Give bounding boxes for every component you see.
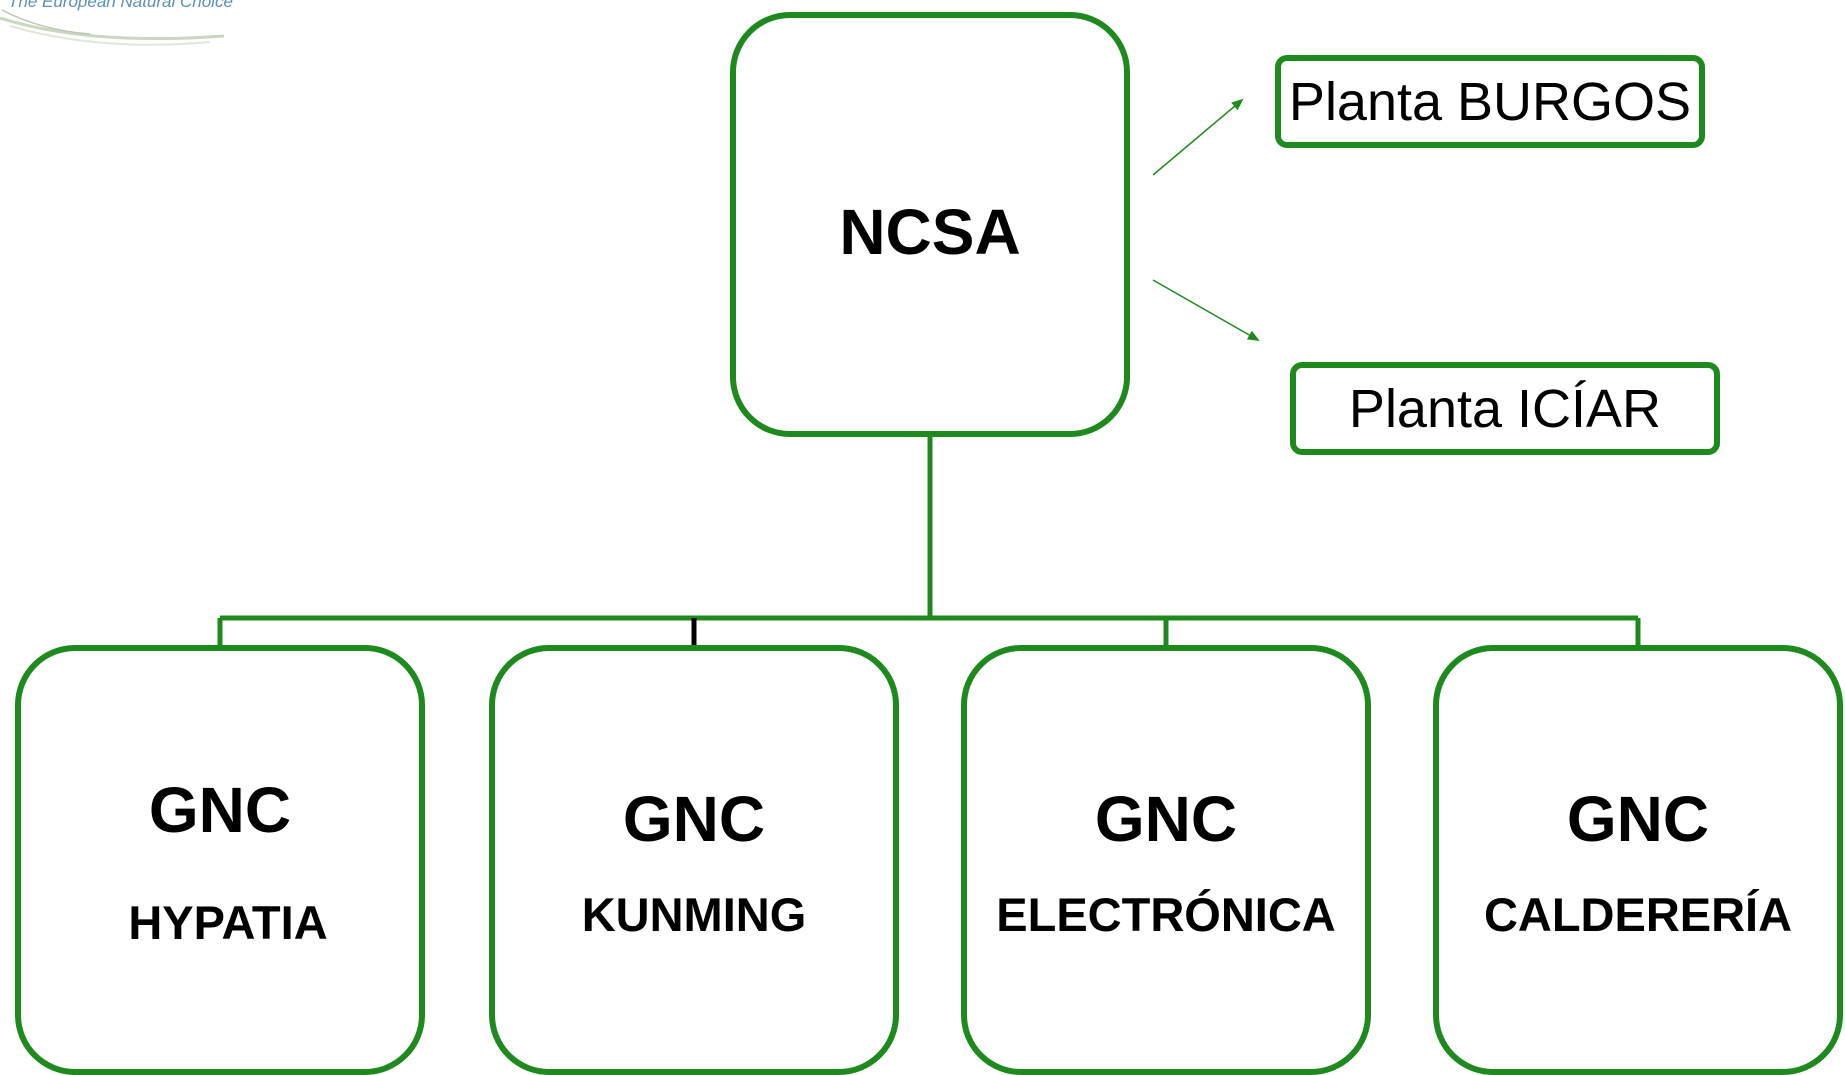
root-node-label: NCSA [839, 196, 1021, 268]
root-node-ncsa: NCSA [730, 12, 1130, 437]
arrow-to-iciar [1152, 279, 1260, 341]
plant-node-burgos: Planta BURGOS [1275, 55, 1705, 148]
child-node-subtitle: KUNMING [581, 888, 807, 941]
child-node-kunming: GNC KUNMING [489, 645, 899, 1075]
child-node-caldereria: GNC CALDERERÍA [1433, 645, 1843, 1075]
plant-node-iciar: Planta ICÍAR [1290, 362, 1720, 455]
plant-node-label: Planta BURGOS [1288, 71, 1692, 132]
child-node-electronica: GNC ELECTRÓNICA [961, 645, 1371, 1075]
child-node-title: GNC [622, 783, 766, 855]
child-node-title: GNC [148, 774, 292, 846]
child-node-title: GNC [1566, 783, 1710, 855]
child-node-subtitle: HYPATIA [128, 896, 328, 949]
logo-swoosh-icon [0, 9, 225, 46]
plant-node-label: Planta ICÍAR [1348, 378, 1662, 439]
child-node-subtitle: ELECTRÓNICA [996, 888, 1336, 941]
child-node-subtitle: CALDERERÍA [1483, 888, 1793, 941]
logo-tagline: The European Natural Choice [8, 0, 233, 11]
child-node-hypatia: GNC HYPATIA [15, 645, 425, 1075]
child-node-title: GNC [1094, 783, 1238, 855]
arrow-to-burgos [1152, 98, 1244, 176]
